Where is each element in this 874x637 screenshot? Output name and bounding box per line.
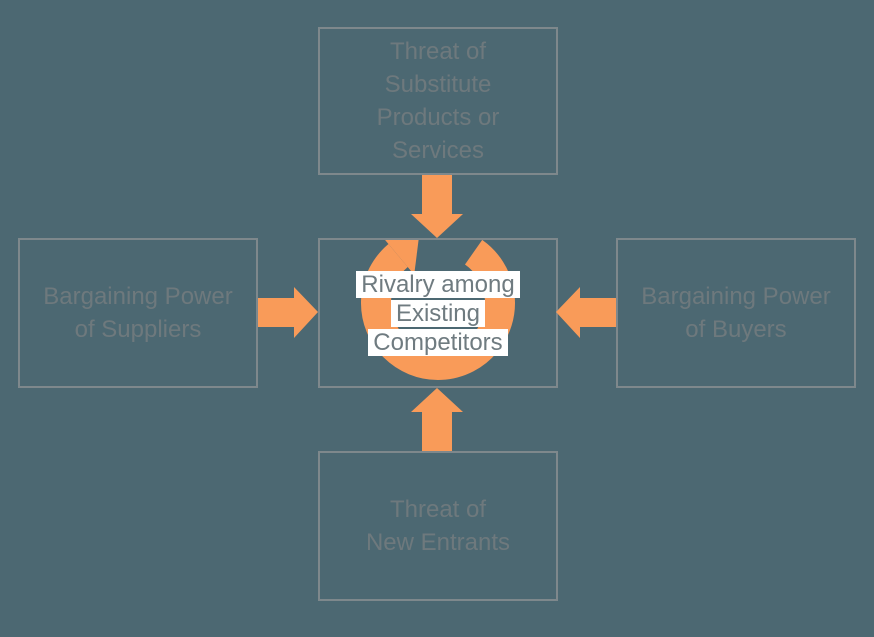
arrow-right-icon	[258, 287, 318, 338]
box-threat-of-new-entrants: Threat of New Entrants	[318, 451, 558, 601]
rivalry-label-group: Rivalry among Existing Competitors	[356, 270, 520, 357]
threat-of-new-entrants-label: Threat of New Entrants	[365, 496, 511, 556]
arrow-up-icon	[411, 388, 463, 451]
rivalry-label-line-2: Existing	[390, 299, 486, 327]
threat-of-substitutes-label: Threat of Substitute Products or Service…	[376, 38, 500, 164]
box-rivalry-among-existing-competitors: Rivalry among Existing Competitors	[318, 238, 558, 388]
box-threat-of-substitutes: Threat of Substitute Products or Service…	[318, 27, 558, 175]
rivalry-label-line-3: Competitors	[368, 328, 508, 356]
box-bargaining-power-of-buyers: Bargaining Power of Buyers	[616, 238, 856, 388]
arrow-left-icon	[556, 287, 616, 338]
bargaining-power-of-suppliers-label: Bargaining Power of Suppliers	[43, 283, 233, 343]
rivalry-label-line-1: Rivalry among	[356, 270, 520, 298]
bargaining-power-of-buyers-label: Bargaining Power of Buyers	[641, 283, 831, 343]
box-bargaining-power-of-suppliers: Bargaining Power of Suppliers	[18, 238, 258, 388]
arrow-down-icon	[411, 175, 463, 238]
